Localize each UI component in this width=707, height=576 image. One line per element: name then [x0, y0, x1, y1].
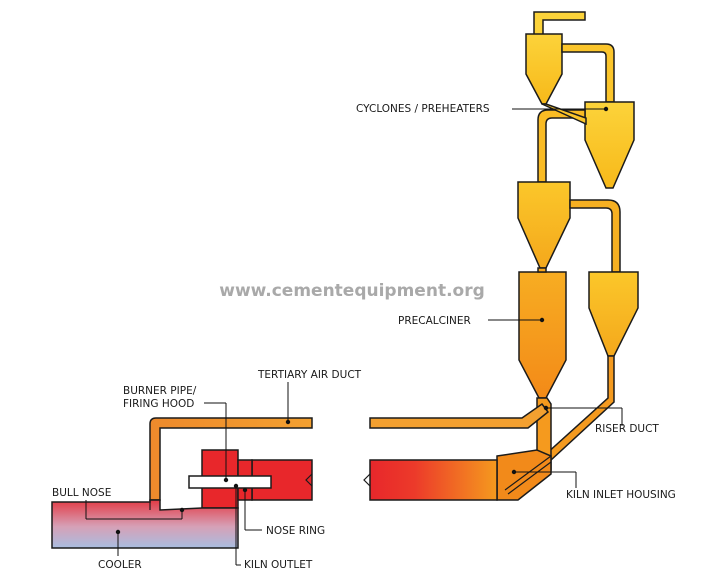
label-kiln-outlet: KILN OUTLET: [233, 483, 313, 571]
kiln-inlet-housing: [496, 449, 552, 501]
rotary-kiln: [251, 459, 498, 501]
cyclone-2: [584, 101, 635, 189]
label-nose-ring: NOSE RING: [242, 487, 325, 537]
duct-c1-to-c2: [561, 43, 615, 103]
svg-text:NOSE RING: NOSE RING: [266, 525, 325, 537]
svg-text:BULL NOSE: BULL NOSE: [52, 487, 111, 499]
label-kiln-inlet-housing: KILN INLET HOUSING: [511, 469, 676, 501]
burner-pipe: [188, 475, 272, 489]
precalciner-vessel: [518, 267, 567, 399]
watermark-text: www.cementequipment.org: [219, 281, 485, 301]
cyclone-3: [517, 181, 571, 269]
cyclone-4: [588, 271, 639, 357]
svg-text:COOLER: COOLER: [98, 559, 142, 571]
label-cooler: COOLER: [98, 529, 142, 571]
label-tertiary-air-duct: TERTIARY AIR DUCT: [257, 369, 362, 425]
svg-text:PRECALCINER: PRECALCINER: [398, 315, 471, 327]
svg-text:BURNER PIPE/: BURNER PIPE/: [123, 385, 197, 397]
label-bull-nose: BULL NOSE: [52, 487, 185, 520]
svg-text:RISER DUCT: RISER DUCT: [595, 423, 659, 435]
cyclone-1: [525, 33, 563, 105]
svg-text:KILN INLET HOUSING: KILN INLET HOUSING: [566, 489, 676, 501]
label-precalciner: PRECALCINER: [398, 315, 545, 327]
tertiary-air-duct: [149, 402, 550, 501]
svg-text:CYCLONES / PREHEATERS: CYCLONES / PREHEATERS: [356, 103, 490, 115]
label-riser-duct: RISER DUCT: [543, 405, 659, 435]
svg-text:TERTIARY AIR DUCT: TERTIARY AIR DUCT: [257, 369, 362, 381]
svg-text:KILN OUTLET: KILN OUTLET: [244, 559, 313, 571]
label-cyclones: CYCLONES / PREHEATERS: [356, 103, 609, 115]
svg-text:FIRING HOOD: FIRING HOOD: [123, 398, 194, 410]
label-burner-pipe: BURNER PIPE/ FIRING HOOD: [123, 385, 229, 483]
duct-c4-to-c3: [569, 199, 621, 273]
